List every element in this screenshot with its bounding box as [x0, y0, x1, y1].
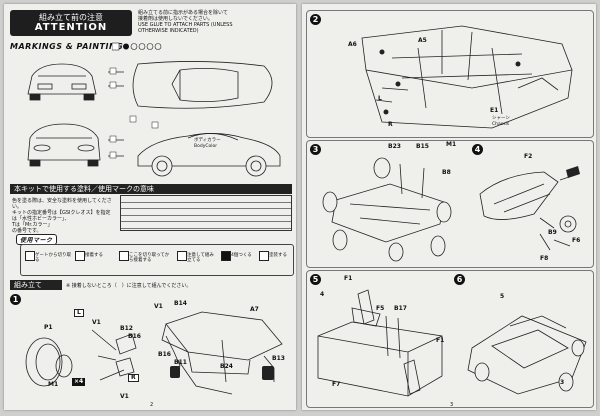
label-5: 5: [500, 293, 505, 300]
label-b9: B9: [548, 229, 557, 236]
step-number: 5: [310, 274, 321, 285]
label-chassis-jp: シャーシ: [492, 116, 510, 121]
label-b23: B23: [388, 143, 401, 150]
legend-item: 接着する: [85, 253, 103, 258]
table-row: [121, 196, 291, 203]
legend-item: ここを切り取ってから接着する: [129, 253, 170, 263]
step-number: 1: [10, 294, 21, 305]
paint-icon: [259, 251, 269, 261]
label-p1: P1: [44, 324, 53, 331]
label-b15: B15: [416, 143, 429, 150]
assembly-note: ※ 接着しないところ（ ）に注意して組んでください。: [66, 283, 192, 289]
label-f1-top: F1: [344, 275, 353, 282]
label-f2: F2: [524, 153, 533, 160]
color-chip-row: [112, 42, 162, 51]
attention-box: 組み立て前の注意 ATTENTION: [10, 10, 132, 36]
label-left-side: L: [74, 309, 84, 317]
glue-icon: [75, 251, 85, 261]
note-line: OTHERWISE INDICATED): [138, 28, 199, 34]
step1-suspension-drawing: [25, 311, 283, 395]
label-4: 4: [320, 291, 325, 298]
car-markings-drawing: [27, 61, 281, 177]
label-m1: M1: [446, 141, 457, 148]
label-right-side: R: [128, 374, 139, 382]
attention-en: ATTENTION: [34, 22, 108, 33]
make-four-icon: [221, 251, 231, 261]
page-number: 3: [450, 402, 454, 408]
assembly-heading-band: 組み立て: [10, 280, 62, 290]
paint-color-table: [120, 195, 292, 231]
paint-text-line: Tは「Mr.カラー」: [12, 222, 53, 228]
label-chassis-en: Chassis: [492, 122, 510, 127]
step3-wheels-drawing: [322, 157, 452, 262]
step-number: 2: [310, 14, 321, 25]
paint-text-line: の番号です。: [12, 228, 42, 234]
label-b24: B24: [220, 363, 233, 370]
step6-body-drawing: [467, 315, 587, 395]
label-a6: A6: [348, 41, 357, 48]
note-line: 組み立てる前に指示がある場合を除いて: [138, 10, 228, 16]
step4-dashboard-drawing: [479, 166, 580, 251]
body-color-en: BodyColor: [194, 144, 218, 149]
step-number: 6: [454, 274, 465, 285]
label-a7: A7: [250, 306, 259, 313]
paint-text-line: は「水性ホビーカラー」、: [12, 216, 70, 222]
label-e1: E1: [490, 107, 499, 114]
label-m1: M1: [48, 381, 59, 388]
label-b14: B14: [174, 300, 187, 307]
step-number: 3: [310, 144, 321, 155]
label-b12: B12: [120, 325, 133, 332]
cut-then-glue-icon: [119, 251, 129, 261]
cut-gate-icon: [25, 251, 35, 261]
label-b8: B8: [442, 169, 451, 176]
step2-frame: [306, 10, 594, 138]
table-row: [121, 216, 291, 223]
label-b16: B16: [158, 351, 171, 358]
label-b17: B17: [394, 305, 407, 312]
table-row: [121, 222, 291, 229]
note-line: USE GLUE TO ATTACH PARTS (UNLESS: [138, 22, 233, 28]
label-f5: F5: [376, 305, 385, 312]
body-color-jp: ボディカラー: [194, 138, 221, 143]
label-a5: A5: [418, 37, 427, 44]
label-l: L: [378, 95, 382, 102]
paint-instructions: 色を塗る際は、安全な塗料を使用してください。 キットの指定番号は【GSIクレオス…: [12, 198, 116, 234]
label-b18: B16: [128, 333, 141, 340]
label-r: R: [388, 121, 393, 128]
markings-heading: MARKINGS & PAINTING: [10, 42, 124, 51]
step3-4-frame: [306, 140, 594, 268]
label-b11: B11: [174, 359, 187, 366]
label-3: 3: [560, 379, 565, 386]
table-row: [121, 209, 291, 216]
label-v1-top: V1: [154, 303, 163, 310]
label-f7: F7: [332, 381, 341, 388]
table-row: [121, 203, 291, 210]
label-v1-bottom: V1: [120, 393, 129, 400]
note-line: 接着剤は使用しないでください。: [138, 16, 213, 22]
step5-6-frame: [306, 270, 594, 408]
label-f6: F6: [572, 237, 581, 244]
symbol-legend: ゲートから切り取る 接着する ここを切り取ってから接着する 注意して組み立てる …: [20, 244, 294, 276]
right-instruction-page: 2 3 4 5 6 A6 A5 L R E1 シャーシ Chassis: [302, 4, 596, 410]
label-b13: B13: [272, 355, 285, 362]
paint-text-line: キットの指定番号は【GSIクレオス】を指定: [12, 210, 111, 216]
label-v1: V1: [92, 319, 101, 326]
page-number: 2: [150, 402, 154, 408]
glue-note: 組み立てる前に指示がある場合を除いて 接着剤は使用しないでください。 USE G…: [138, 10, 288, 34]
label-f1-bottom: F1: [436, 337, 445, 344]
caution-icon: [177, 251, 187, 261]
step-number: 4: [472, 144, 483, 155]
legend-item: 塗装する: [269, 253, 287, 258]
attention-jp: 組み立て前の注意: [39, 13, 103, 22]
label-f8: F8: [540, 255, 549, 262]
legend-item: 注意して組み立てる: [187, 253, 214, 263]
legend-item: 4個つくる: [231, 253, 252, 258]
paint-text-line: 色を塗る際は、安全な塗料を使用してください。: [12, 198, 112, 210]
make-four-badge: ×4: [72, 378, 86, 386]
legend-item: ゲートから切り取る: [35, 253, 71, 263]
left-instruction-page: 組み立て前の注意 ATTENTION 組み立てる前に指示がある場合を除いて 接着…: [4, 4, 296, 410]
paint-heading-band: 本キットで使用する塗料／使用マークの意味: [10, 184, 292, 194]
step2-chassis-drawing: [361, 25, 573, 129]
step5-interior-drawing: [317, 289, 443, 397]
